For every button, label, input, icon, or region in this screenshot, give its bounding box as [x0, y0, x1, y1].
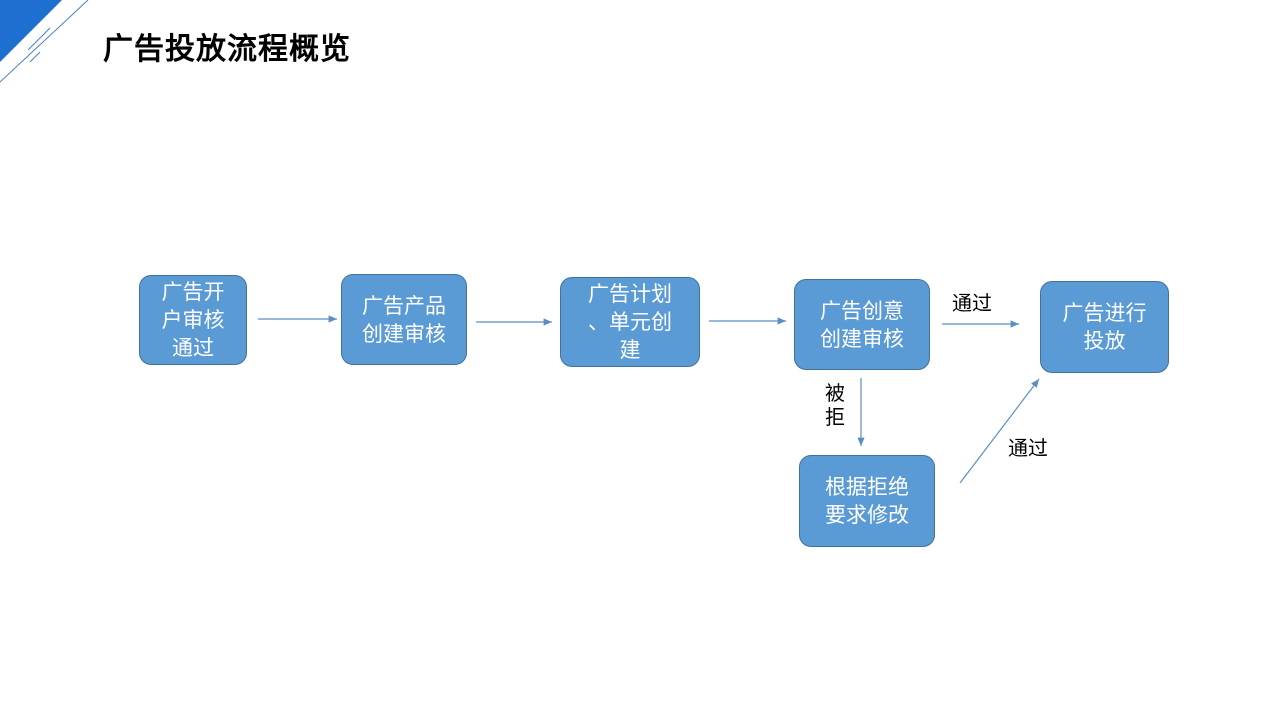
node-line: 根据拒绝 — [825, 475, 909, 499]
corner-accent-line — [0, 0, 89, 83]
node-line: 创建审核 — [820, 326, 904, 351]
edge-label-rejected-2: 拒 — [825, 405, 845, 429]
node-line: 投放 — [1083, 329, 1126, 353]
node-plan-unit-create: 广告计划 、单元创 建 — [560, 277, 700, 367]
node-account-review: 广告开 户审核 通过 — [139, 275, 247, 365]
node-line: 广告创意 — [820, 298, 904, 323]
corner-accent-line — [27, 27, 51, 51]
edge-label-rejected-1: 被 — [825, 381, 845, 405]
arrow-revise-to-delivery — [959, 378, 1040, 484]
page-title: 广告投放流程概览 — [103, 32, 351, 67]
corner-accent-triangle — [0, 0, 62, 62]
node-line: 通过 — [172, 336, 214, 360]
node-line: 广告进行 — [1062, 301, 1147, 325]
node-revise: 根据拒绝 要求修改 — [799, 455, 935, 547]
node-ad-delivery: 广告进行 投放 — [1040, 281, 1169, 373]
node-creative-review: 广告创意 创建审核 — [794, 279, 930, 370]
node-line: 要求修改 — [825, 503, 909, 527]
node-line: 建 — [619, 338, 641, 362]
node-line: 广告开 — [161, 280, 225, 304]
node-product-review: 广告产品 创建审核 — [341, 274, 467, 365]
corner-accent-line — [29, 51, 41, 63]
node-line: 户审核 — [161, 308, 225, 332]
edge-label-pass-2: 通过 — [1008, 436, 1048, 460]
node-line: 广告产品 — [362, 293, 446, 318]
node-line: 创建审核 — [362, 321, 446, 346]
edge-label-pass: 通过 — [952, 291, 992, 315]
node-line: 广告计划 — [588, 282, 672, 306]
node-line: 、单元创 — [588, 310, 672, 334]
